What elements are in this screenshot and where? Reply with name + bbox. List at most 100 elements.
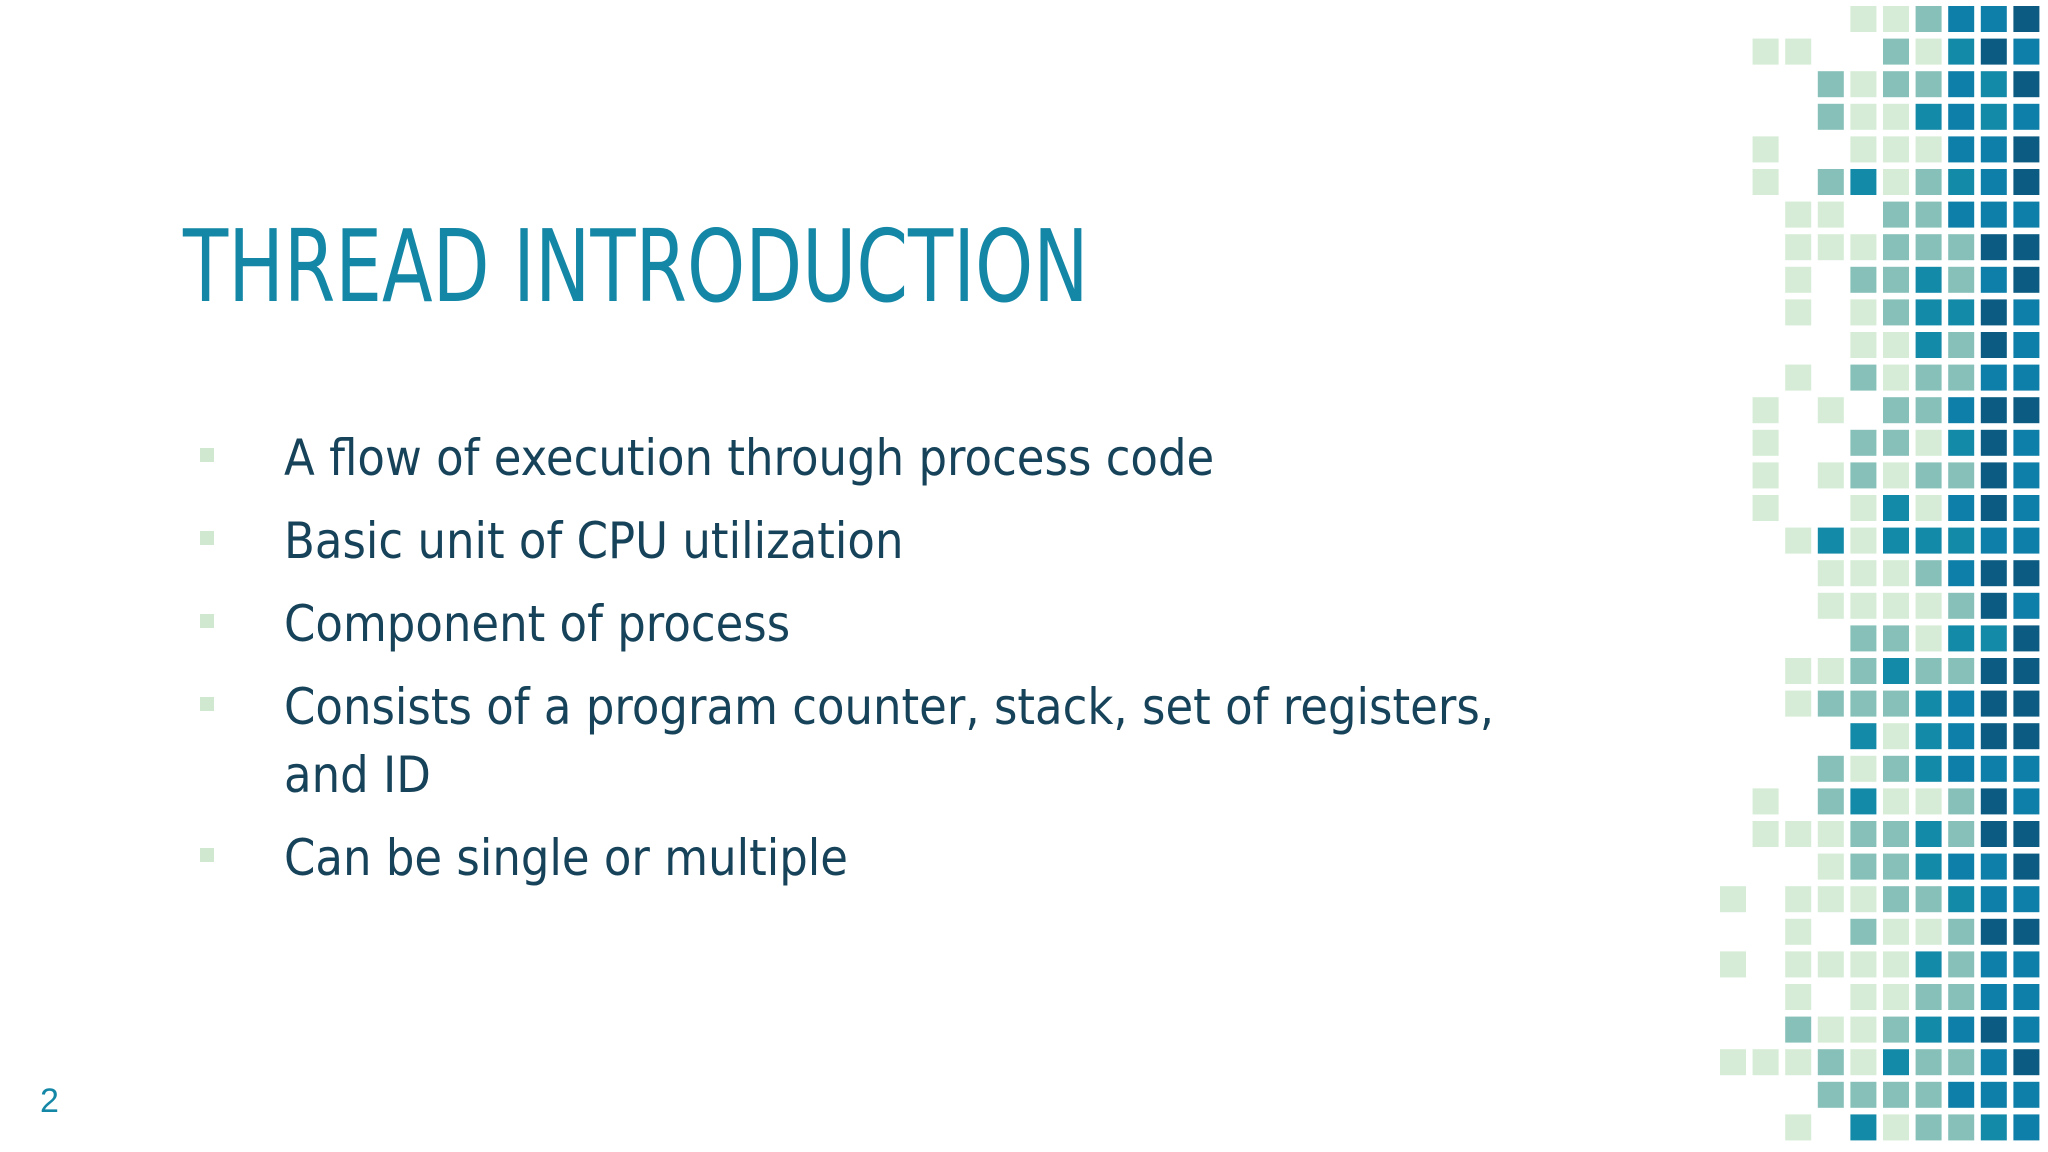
pattern-tile (1817, 1049, 1844, 1076)
pattern-tile (1850, 429, 1877, 456)
pattern-tile (2013, 136, 2040, 163)
pattern-tile (2013, 71, 2040, 98)
pattern-tile (2013, 690, 2040, 717)
pattern-tile (2013, 755, 2040, 782)
pattern-tile (1980, 462, 2007, 489)
pattern-tile (1850, 886, 1877, 913)
pattern-tile (1915, 429, 1942, 456)
pattern-tile (1785, 364, 1812, 391)
pattern-tile (1883, 918, 1909, 945)
pattern-tile (1915, 788, 1942, 815)
pattern-tile (1752, 462, 1779, 489)
bullet-item: A flow of execution through process code (200, 424, 1650, 492)
pattern-tile (2013, 234, 2040, 261)
pattern-tile (1883, 853, 1909, 880)
pattern-tile (1948, 495, 1975, 521)
pattern-tile (2013, 592, 2040, 619)
pattern-tile (2013, 6, 2040, 32)
pattern-tile (2013, 38, 2040, 65)
pattern-tile (1817, 788, 1844, 815)
pattern-tile (1883, 886, 1909, 913)
pattern-tile (1948, 38, 1975, 65)
pattern-tile (1720, 951, 1746, 978)
bullet-item: Can be single or multiple (200, 824, 1650, 892)
bullet-text: Consists of a program counter, stack, se… (284, 678, 1495, 804)
pattern-tile (1785, 201, 1812, 228)
pattern-tile (1948, 6, 1975, 32)
pattern-tile (1850, 984, 1877, 1010)
pattern-tile (2013, 462, 2040, 489)
pattern-tile (1915, 1016, 1942, 1043)
pattern-tile (1915, 527, 1942, 554)
pattern-tile (1980, 918, 2007, 945)
pattern-tile (2013, 658, 2040, 684)
pattern-tile (1915, 886, 1942, 913)
pattern-tile (1785, 918, 1812, 945)
pattern-tile (1948, 918, 1975, 945)
pattern-tile (1980, 1114, 2007, 1141)
pattern-tile (1980, 723, 2007, 750)
pattern-tile (1883, 1016, 1909, 1043)
pattern-tile (2013, 429, 2040, 456)
pattern-tile (1915, 201, 1942, 228)
pattern-tile (1883, 103, 1909, 130)
pattern-tile (2013, 788, 2040, 815)
pattern-tile (1817, 527, 1844, 554)
bullet-square-icon (200, 448, 214, 462)
pattern-tile (1850, 527, 1877, 554)
pattern-tile (1915, 918, 1942, 945)
pattern-tile (1980, 625, 2007, 652)
pattern-tile (1948, 1016, 1975, 1043)
pattern-tile (1948, 201, 1975, 228)
pattern-tile (1915, 462, 1942, 489)
pattern-tile (1915, 853, 1942, 880)
pattern-tile (1980, 1016, 2007, 1043)
pattern-tile (1948, 788, 1975, 815)
pattern-tile (2013, 1081, 2040, 1108)
pattern-tile (1817, 1016, 1844, 1043)
pattern-tile (1883, 788, 1909, 815)
pattern-tile (1915, 495, 1942, 521)
pattern-tile (1980, 755, 2007, 782)
pattern-tile (1752, 136, 1779, 163)
pattern-tile (1785, 1016, 1812, 1043)
pattern-tile (1883, 234, 1909, 261)
pattern-tile (1915, 592, 1942, 619)
pattern-tile (1752, 1049, 1779, 1076)
pattern-tile (2013, 364, 2040, 391)
pattern-tile (1850, 1114, 1877, 1141)
pattern-tile (1980, 951, 2007, 978)
pattern-tile (1948, 103, 1975, 130)
pattern-tile (1980, 886, 2007, 913)
pattern-tile (1785, 527, 1812, 554)
bullet-square-icon (200, 614, 214, 628)
pattern-tile (2013, 103, 2040, 130)
pattern-tile (1850, 918, 1877, 945)
pattern-tile (1817, 658, 1844, 684)
pattern-tile (1915, 755, 1942, 782)
pattern-tile (1915, 951, 1942, 978)
pattern-tile (1752, 397, 1779, 424)
pattern-tile (1980, 364, 2007, 391)
pattern-tile (2013, 1114, 2040, 1141)
pattern-tile (1850, 1081, 1877, 1108)
pattern-tile (1915, 364, 1942, 391)
pattern-tile (1980, 38, 2007, 65)
pattern-tile (1948, 1049, 1975, 1076)
bullet-item: Consists of a program counter, stack, se… (200, 673, 1650, 809)
pattern-tile (1980, 788, 2007, 815)
pattern-tile (1752, 821, 1779, 847)
pattern-tile (1817, 886, 1844, 913)
pattern-tile (1980, 592, 2007, 619)
pattern-tile (2013, 886, 2040, 913)
pattern-tile (2013, 625, 2040, 652)
pattern-tile (1883, 951, 1909, 978)
pattern-tile (1850, 71, 1877, 98)
pattern-tile (2013, 201, 2040, 228)
pattern-tile (1883, 560, 1909, 587)
pattern-tile (1883, 1049, 1909, 1076)
pattern-tile (1850, 755, 1877, 782)
pattern-tile (1850, 592, 1877, 619)
pattern-tile (1980, 136, 2007, 163)
